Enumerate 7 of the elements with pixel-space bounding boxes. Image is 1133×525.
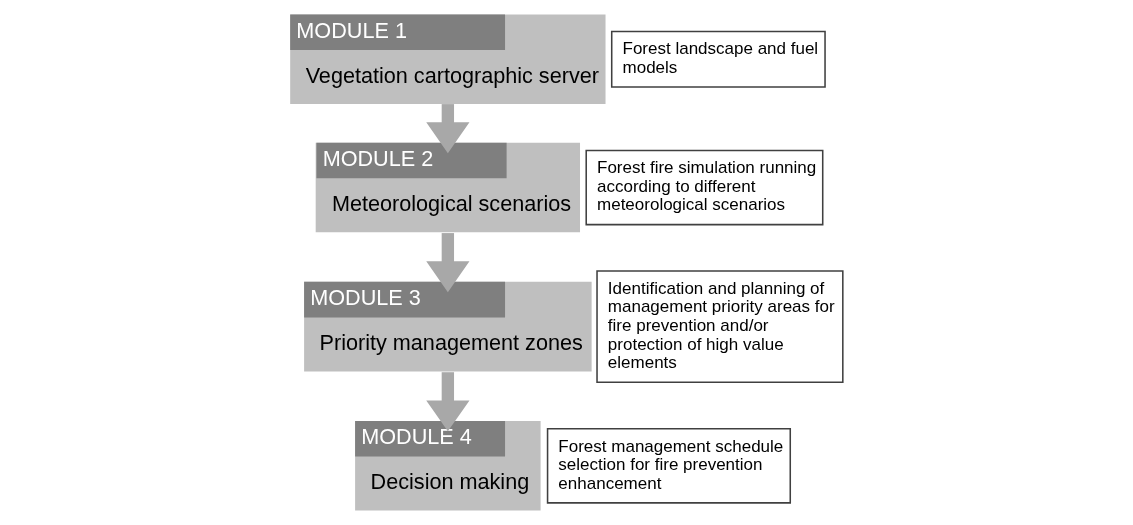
arrow <box>426 372 470 432</box>
arrow <box>426 104 470 154</box>
node-box: Identification and planning of management priority areas for fire prevention and/or protection of high value elements <box>596 270 844 384</box>
node-box: Forest management schedule selection for fire prevention enhancement <box>546 427 792 504</box>
arrow <box>426 233 470 293</box>
node-box: Forest fire simulation running according to different meteorological scenarios <box>585 149 824 226</box>
node-box: Forest landscape and fuel models <box>610 30 826 88</box>
